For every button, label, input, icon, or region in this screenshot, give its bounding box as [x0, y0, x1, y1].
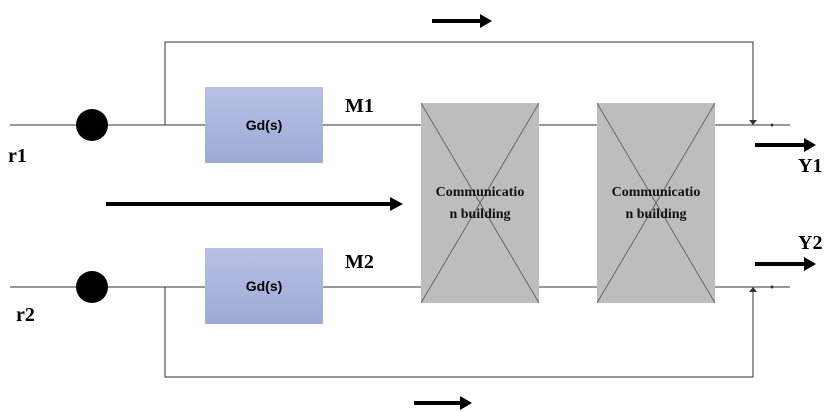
output-arrow-y1: [755, 138, 816, 152]
direction-arrow-middle: [106, 197, 403, 211]
label-y1: Y1: [798, 155, 822, 177]
top-feedback-path: [164, 41, 754, 125]
label-m1: M1: [345, 95, 374, 117]
bottom-junction-arrow: [749, 287, 757, 292]
bottom-output-dot: [770, 285, 774, 289]
label-r2: r2: [16, 304, 35, 326]
comm-block-1-cross-b: [420, 102, 540, 304]
gd-block-bottom-label: Gd(s): [246, 278, 283, 294]
label-y2: Y2: [798, 232, 822, 254]
gd-block-top: [205, 87, 323, 163]
top-junction-arrow: [749, 120, 757, 125]
direction-arrow-bottom: [414, 396, 472, 410]
direction-arrow-top: [432, 14, 492, 28]
comm-block-2-label-line2: n building: [625, 207, 686, 222]
comm-block-2-cross-b: [596, 102, 716, 304]
bottom-feedback-path: [164, 287, 754, 378]
gd-block-bottom: [205, 248, 323, 324]
output-arrow-y2: [755, 257, 816, 271]
comm-block-2-label-line1: Communicatio: [612, 185, 701, 200]
label-m2: M2: [345, 251, 374, 273]
summing-junction-bottom: [76, 271, 108, 303]
top-output-dot: [770, 123, 774, 127]
comm-block-1-label-line2: n building: [449, 207, 510, 222]
comm-block-1-label-line1: Communicatio: [436, 185, 525, 200]
summing-junction-top: [76, 109, 108, 141]
gd-block-top-label: Gd(s): [246, 117, 283, 133]
label-r1: r1: [8, 145, 27, 167]
